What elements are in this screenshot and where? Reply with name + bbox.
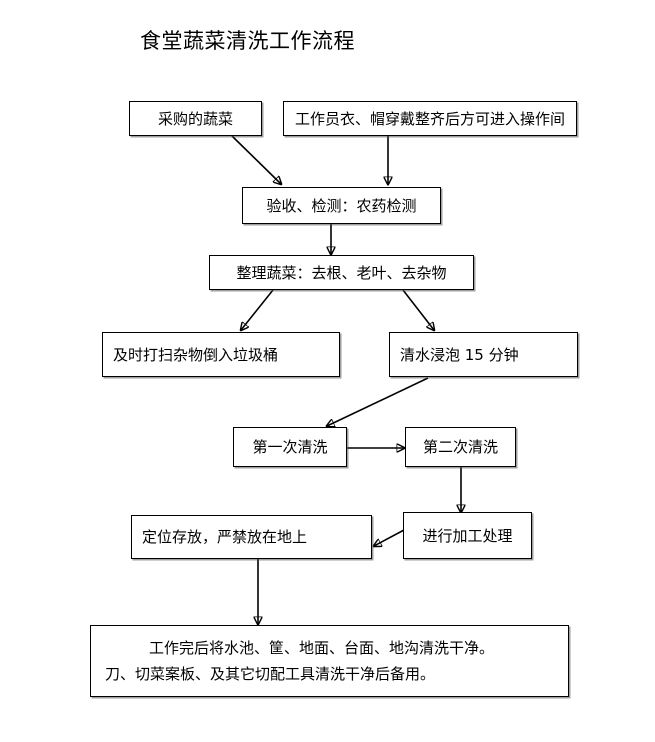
node-fixed-storage[interactable]: 定位存放，严禁放在地上 — [131, 515, 372, 559]
node-label: 第二次清洗 — [422, 438, 498, 456]
node-purchased-vegetables[interactable]: 采购的蔬菜 — [129, 101, 262, 136]
node-staff-dress-code[interactable]: 工作员衣、帽穿戴整齐后方可进入操作间 — [283, 101, 577, 136]
node-second-wash[interactable]: 第二次清洗 — [405, 427, 516, 467]
node-label: 及时打扫杂物倒入垃圾桶 — [113, 345, 279, 364]
node-processing[interactable]: 进行加工处理 — [403, 512, 532, 559]
node-label: 定位存放，严禁放在地上 — [142, 528, 308, 546]
edge-purchased-to-acceptance — [231, 135, 281, 184]
node-label: 清水浸泡 15 分钟 — [400, 345, 519, 364]
node-acceptance-inspection[interactable]: 验收、检测：农药检测 — [242, 187, 441, 224]
node-label-line-1: 工作完后将水池、筐、地面、台面、地沟清洗干净。 — [149, 639, 495, 657]
edge-processing-to-storage — [374, 529, 405, 546]
edge-soak-to-first-wash — [327, 377, 429, 426]
node-dispose-waste[interactable]: 及时打扫杂物倒入垃圾桶 — [102, 332, 340, 377]
edge-sort-to-soak — [402, 289, 434, 330]
node-label: 第一次清洗 — [252, 438, 328, 456]
node-label: 工作完后将水池、筐、地面、台面、地沟清洗干净。 刀、切菜案板、及其它切配工具清洗… — [91, 635, 568, 687]
page-title: 食堂蔬菜清洗工作流程 — [140, 29, 355, 53]
node-label: 整理蔬菜：去根、老叶、去杂物 — [236, 263, 447, 282]
node-soak-clean-water[interactable]: 清水浸泡 15 分钟 — [389, 332, 578, 377]
node-label-line-2: 刀、切菜案板、及其它切配工具清洗干净后备用。 — [105, 665, 436, 683]
node-label: 验收、检测：农药检测 — [266, 196, 417, 215]
node-label: 进行加工处理 — [422, 526, 513, 545]
node-label: 采购的蔬菜 — [157, 109, 233, 128]
node-final-cleanup[interactable]: 工作完后将水池、筐、地面、台面、地沟清洗干净。 刀、切菜案板、及其它切配工具清洗… — [90, 625, 569, 697]
edge-sort-to-dispose — [241, 289, 274, 330]
node-first-wash[interactable]: 第一次清洗 — [233, 427, 347, 467]
node-sort-vegetables[interactable]: 整理蔬菜：去根、老叶、去杂物 — [209, 255, 474, 290]
node-label: 工作员衣、帽穿戴整齐后方可进入操作间 — [294, 109, 565, 128]
